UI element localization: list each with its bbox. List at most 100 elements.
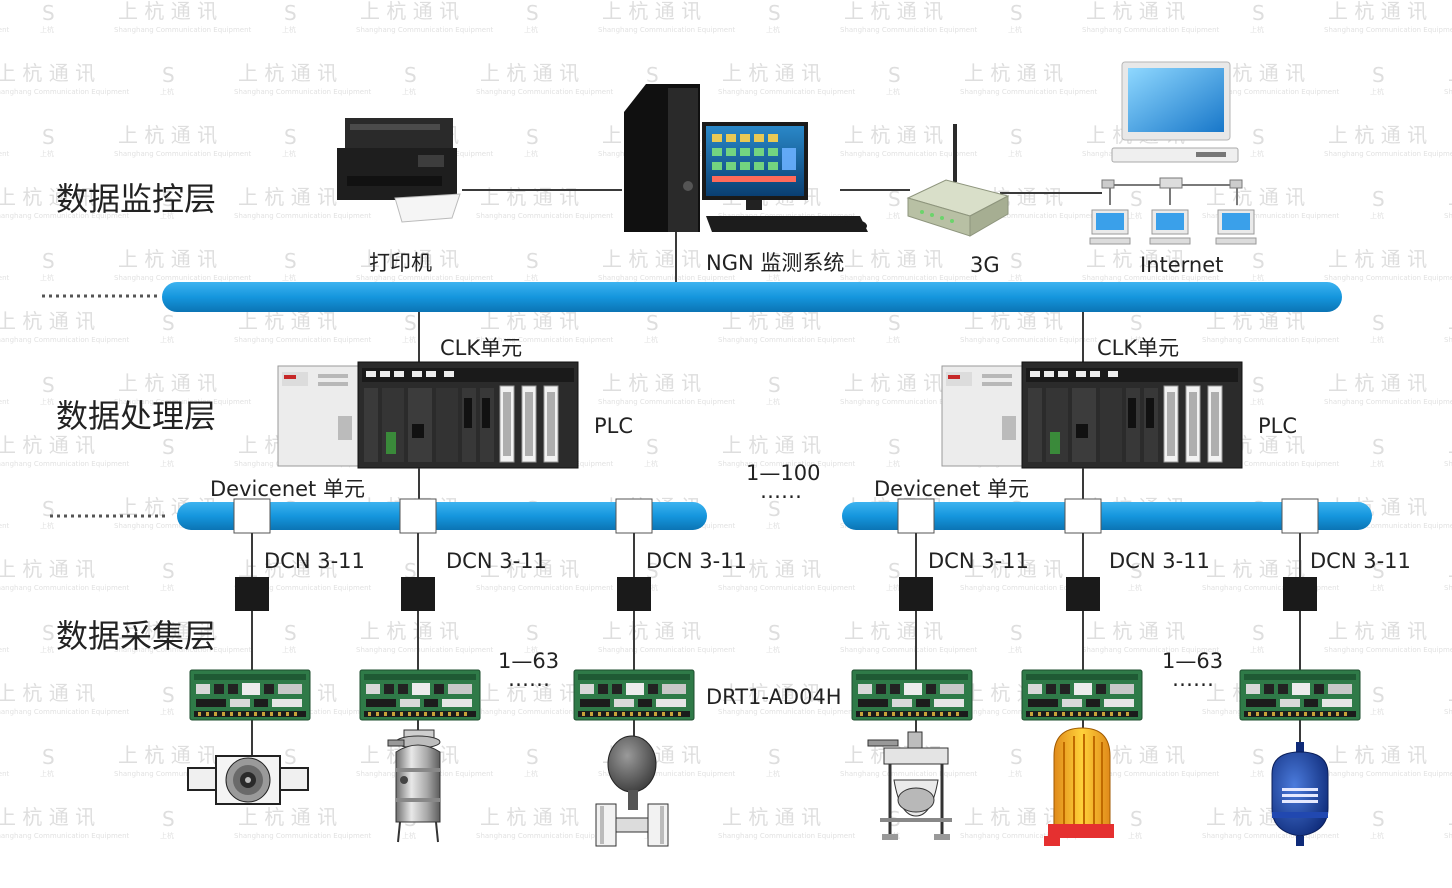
svg-text:上 杭 通 讯: 上 杭 通 讯 xyxy=(964,557,1063,581)
svg-text:S: S xyxy=(888,63,901,87)
svg-text:S: S xyxy=(1252,1,1265,25)
svg-text:上 杭 通 讯: 上 杭 通 讯 xyxy=(964,61,1063,85)
svg-text:Shanghang Communication Equipm: Shanghang Communication Equipment xyxy=(598,770,736,778)
svg-text:上 杭 通 讯: 上 杭 通 讯 xyxy=(964,309,1063,333)
svg-text:Shanghang Communication Equipm: Shanghang Communication Equipment xyxy=(1202,212,1340,220)
svg-text:S: S xyxy=(646,435,659,459)
svg-text:上 杭 通 讯: 上 杭 通 讯 xyxy=(602,0,701,23)
svg-text:Shanghang Communication Equipm: Shanghang Communication Equipment xyxy=(960,336,1098,344)
svg-text:Shanghang Communication Equipm: Shanghang Communication Equipment xyxy=(598,274,736,282)
svg-text:Shanghang Communication Equipm: Shanghang Communication Equipment xyxy=(718,708,856,716)
svg-text:S: S xyxy=(1010,249,1023,273)
svg-text:上杭: 上杭 xyxy=(886,335,900,344)
svg-text:上杭: 上杭 xyxy=(1370,335,1384,344)
svg-text:S: S xyxy=(1372,807,1385,831)
svg-text:S: S xyxy=(1010,745,1023,769)
svg-text:上 杭 通 讯: 上 杭 通 讯 xyxy=(118,371,217,395)
dcn-connector xyxy=(1283,577,1317,611)
svg-text:Shanghang Communication Equipm: Shanghang Communication Equipment xyxy=(1324,274,1452,282)
svg-text:上 杭 通 讯: 上 杭 通 讯 xyxy=(1328,247,1427,271)
svg-text:上 杭 通 讯: 上 杭 通 讯 xyxy=(360,619,459,643)
plc-label-right: PLC xyxy=(1258,414,1297,438)
svg-text:Shanghang Communication Equipm: Shanghang Communication Equipment xyxy=(1324,398,1452,406)
layer-collect-label: 数据采集层 xyxy=(56,617,216,655)
dcn-label: DCN 3-11 xyxy=(1109,549,1210,573)
node-drop xyxy=(897,498,935,760)
svg-text:上 杭 通 讯: 上 杭 通 讯 xyxy=(118,743,217,767)
svg-text:上杭: 上杭 xyxy=(282,273,296,282)
svg-text:S: S xyxy=(284,621,297,645)
svg-text:S: S xyxy=(1252,621,1265,645)
svg-text:S: S xyxy=(162,63,175,87)
svg-text:Shanghang Communication Equipm: Shanghang Communication Equipment xyxy=(840,646,978,654)
svg-text:Shanghang Communication Equipm: Shanghang Communication Equipment xyxy=(1444,832,1452,840)
svg-text:上 杭 通 讯: 上 杭 通 讯 xyxy=(1086,247,1185,271)
dcn-range-right: 1—63 xyxy=(1162,649,1223,673)
svg-text:上 杭 通 讯: 上 杭 通 讯 xyxy=(722,805,821,829)
svg-text:上杭: 上杭 xyxy=(160,707,174,716)
svg-text:上杭: 上杭 xyxy=(524,273,538,282)
3g-label: 3G xyxy=(970,253,1000,277)
svg-text:上杭: 上杭 xyxy=(40,769,54,778)
svg-text:S: S xyxy=(1252,249,1265,273)
svg-text:Shanghang Communication Equipm: Shanghang Communication Equipment xyxy=(1444,708,1452,716)
svg-text:S: S xyxy=(42,249,55,273)
internet-label: Internet xyxy=(1140,253,1223,277)
svg-text:上杭: 上杭 xyxy=(1370,831,1384,840)
svg-text:S: S xyxy=(1010,125,1023,149)
svg-text:上杭: 上杭 xyxy=(40,397,54,406)
svg-text:上杭: 上杭 xyxy=(524,769,538,778)
svg-text:上杭: 上杭 xyxy=(1008,25,1022,34)
svg-text:S: S xyxy=(888,311,901,335)
svg-text:Shanghang Communication Equipm: Shanghang Communication Equipment xyxy=(0,460,130,468)
svg-text:上杭: 上杭 xyxy=(1128,335,1142,344)
devicenet-node xyxy=(399,498,437,534)
svg-text:上杭: 上杭 xyxy=(40,645,54,654)
svg-text:Shanghang Communication Equipm: Shanghang Communication Equipment xyxy=(114,646,252,654)
svg-text:S: S xyxy=(768,373,781,397)
svg-text:上杭: 上杭 xyxy=(1370,707,1384,716)
dcn-label: DCN 3-11 xyxy=(928,549,1029,573)
plc-rack-icon xyxy=(277,361,579,469)
svg-text:Shanghang Communication Equipm: Shanghang Communication Equipment xyxy=(234,336,372,344)
svg-text:S: S xyxy=(1130,187,1143,211)
svg-text:上杭: 上杭 xyxy=(1128,831,1142,840)
svg-text:S: S xyxy=(526,125,539,149)
printer-icon xyxy=(337,118,461,223)
svg-text:S: S xyxy=(1130,311,1143,335)
svg-text:S: S xyxy=(1372,187,1385,211)
svg-text:上 杭 通 讯: 上 杭 通 讯 xyxy=(118,0,217,23)
svg-text:Shanghang Communication Equipm: Shanghang Communication Equipment xyxy=(1202,832,1340,840)
svg-text:Shanghang Communication Equipm: Shanghang Communication Equipment xyxy=(476,708,614,716)
svg-text:Shanghang Communication Equipm: Shanghang Communication Equipment xyxy=(598,646,736,654)
svg-text:S: S xyxy=(768,745,781,769)
io-board-icon xyxy=(851,669,973,721)
dcn-label: DCN 3-11 xyxy=(646,549,747,573)
svg-text:S: S xyxy=(526,1,539,25)
svg-text:上杭: 上杭 xyxy=(40,521,54,530)
svg-text:上杭: 上杭 xyxy=(160,583,174,592)
svg-text:Shanghang Communication Equipm: Shanghang Communication Equipment xyxy=(234,832,372,840)
module-label: DRT1-AD04H xyxy=(706,685,842,709)
svg-text:上杭: 上杭 xyxy=(644,335,658,344)
svg-text:S: S xyxy=(526,745,539,769)
